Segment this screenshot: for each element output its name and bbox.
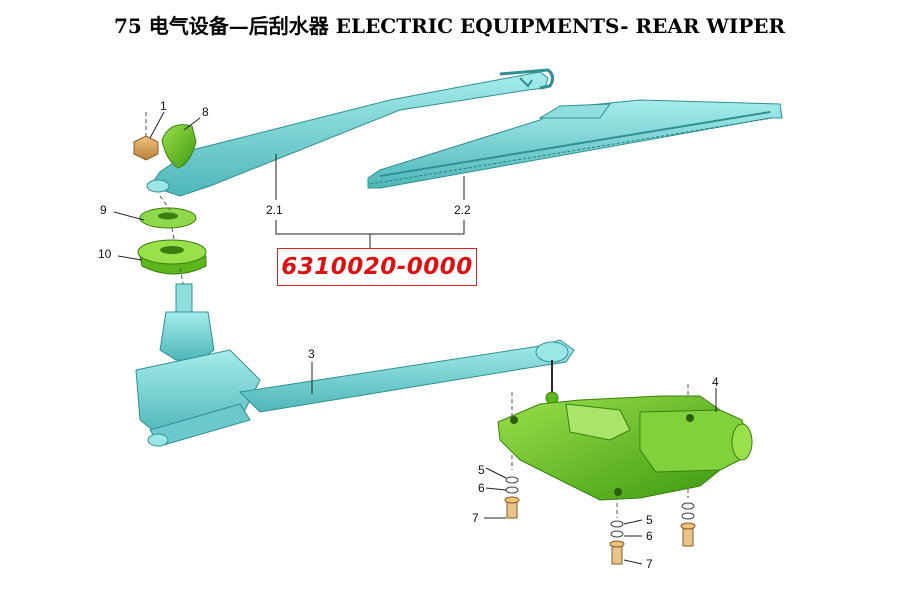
cap-part — [161, 124, 197, 169]
washer-part — [139, 207, 197, 229]
page-title: 75 电气设备—后刮水器 ELECTRIC EQUIPMENTS- REAR W… — [114, 14, 786, 38]
callout-5-left: 5 — [478, 463, 485, 477]
callout-7-left: 7 — [472, 511, 479, 525]
callout-2-2: 2.2 — [454, 203, 471, 217]
callout-1: 1 — [160, 99, 167, 113]
wiper-blade — [367, 99, 783, 189]
callout-2-1: 2.1 — [266, 203, 283, 217]
linkage-part — [135, 283, 575, 447]
callout-8: 8 — [202, 105, 209, 119]
nut-part — [133, 135, 159, 161]
fasteners-bottom — [609, 520, 625, 565]
part-number-box: 6310020-0000 — [277, 248, 477, 286]
wiper-arm — [146, 68, 555, 197]
callout-7-bottom: 7 — [646, 557, 653, 571]
callout-9: 9 — [100, 203, 107, 217]
callout-6-left: 6 — [478, 481, 485, 495]
grommet-part — [137, 239, 207, 275]
callout-3: 3 — [308, 347, 315, 361]
fasteners-left — [504, 476, 520, 519]
callout-5-bottom: 5 — [646, 513, 653, 527]
motor-bracket — [497, 395, 753, 501]
callout-4: 4 — [712, 375, 719, 389]
fasteners-right — [680, 502, 696, 547]
callout-6-bottom: 6 — [646, 529, 653, 543]
callout-10: 10 — [98, 247, 112, 261]
part-number: 6310020-0000 — [281, 254, 473, 280]
leader-lines — [113, 111, 717, 565]
